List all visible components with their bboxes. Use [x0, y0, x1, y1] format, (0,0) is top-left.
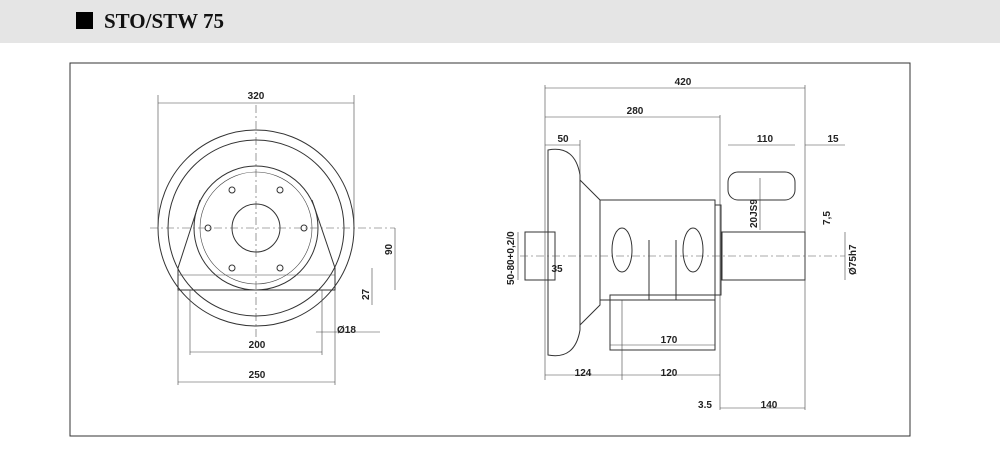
dim-170: 170 [661, 335, 678, 346]
dim-keyway: 20JS9 [749, 199, 760, 228]
dim-110: 110 [757, 134, 774, 145]
side-view: 420 280 50 110 15 20JS9 7,5 Ø75h7 50-80+… [506, 77, 859, 411]
dim-15: 15 [827, 134, 839, 145]
dim-200: 200 [249, 340, 266, 351]
dim-hole: Ø18 [337, 325, 356, 336]
dim-7-5: 7,5 [822, 211, 833, 225]
dim-250: 250 [249, 370, 266, 381]
dim-50: 50 [557, 134, 569, 145]
bullet-square-icon [76, 12, 93, 29]
front-view: 320 200 250 90 27 Ø18 [150, 91, 396, 385]
dim-124: 124 [575, 368, 592, 379]
page-title: STO/STW 75 [104, 9, 225, 33]
drawing-frame [69, 62, 911, 437]
dim-27: 27 [361, 288, 372, 300]
dim-35: 35 [551, 264, 563, 275]
dim-420: 420 [675, 77, 692, 88]
dim-140: 140 [761, 400, 778, 411]
dim-280: 280 [627, 106, 644, 117]
dim-320: 320 [248, 91, 265, 102]
dim-shaft-dia: Ø75h7 [848, 244, 859, 275]
dim-bore: 50-80+0,2/0 [506, 231, 517, 285]
dim-90: 90 [384, 243, 395, 255]
header-bar: STO/STW 75 [0, 0, 1000, 43]
dim-3-5: 3.5 [698, 400, 712, 411]
dim-120: 120 [661, 368, 678, 379]
